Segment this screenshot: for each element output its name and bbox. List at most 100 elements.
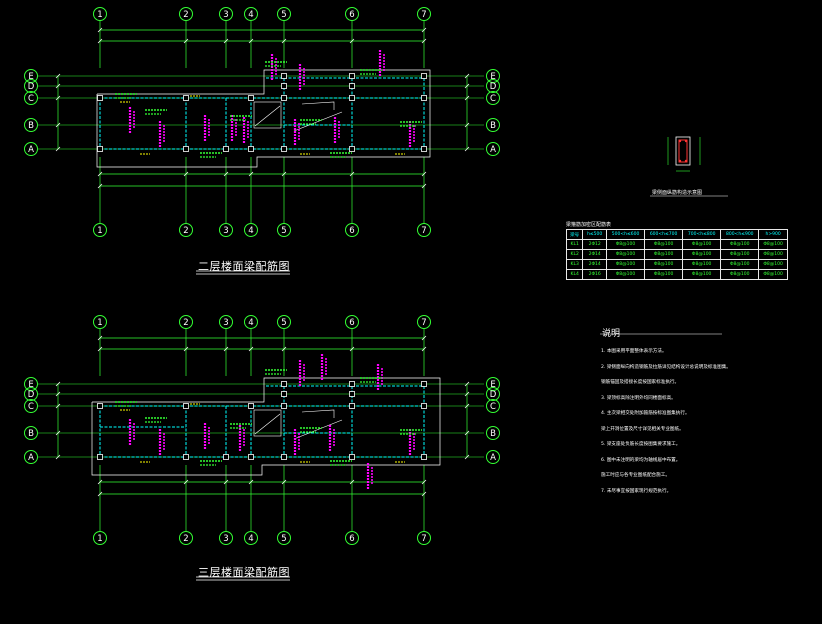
axis-bubble-right — [486, 450, 500, 464]
dim-tick — [97, 491, 103, 497]
column — [97, 454, 103, 460]
axis-bubble-bottom-label: 6 — [349, 534, 354, 544]
dim-tick — [97, 171, 103, 177]
table-header-cell: 600<h≤700 — [644, 229, 684, 240]
dim-tick — [349, 38, 355, 44]
dim-tick — [464, 454, 470, 460]
axis-bubble-right — [486, 91, 500, 105]
axis-bubble-top-label: 5 — [281, 10, 286, 20]
table-cell: Φ8@100 — [758, 259, 788, 270]
rebar-dot — [684, 159, 688, 163]
axis-bubble-left — [24, 142, 38, 156]
axis-bubble-right-label: B — [490, 121, 496, 131]
column — [421, 73, 427, 79]
column — [97, 95, 103, 101]
table-cell: Φ8@100 — [605, 249, 646, 260]
dim-tick — [281, 346, 287, 352]
axis-bubble-right-label: E — [490, 380, 495, 390]
column — [281, 95, 287, 101]
table-cell: Φ8@100 — [720, 269, 760, 280]
plan-title-floor-3: 三层楼面梁配筋图 — [198, 566, 290, 579]
column — [223, 146, 229, 152]
plan-title-floor-2: 二层楼面梁配筋图 — [198, 260, 290, 273]
stair-line — [254, 413, 281, 435]
dim-tick — [464, 430, 470, 436]
axis-bubble-right — [486, 118, 500, 132]
dim-tick — [55, 454, 61, 460]
column — [97, 403, 103, 409]
axis-bubble-left — [24, 450, 38, 464]
table-header-cell: 梁号 — [565, 229, 584, 240]
dim-tick — [421, 479, 427, 485]
table-header-cell: 800<h≤900 — [720, 229, 760, 240]
axis-bubble-left-label: E — [28, 72, 33, 82]
axis-bubble-top — [417, 7, 431, 21]
detail-caption: 梁侧面纵筋构造示意图 — [652, 190, 703, 196]
dim-tick — [248, 479, 254, 485]
column — [183, 146, 189, 152]
dim-tick — [464, 391, 470, 397]
column — [421, 454, 427, 460]
dim-tick — [55, 146, 61, 152]
dim-tick — [421, 491, 427, 497]
axis-bubble-left-label: A — [28, 453, 34, 463]
axis-bubble-left — [24, 118, 38, 132]
stair-run — [301, 101, 335, 110]
table-cell: Φ8@100 — [758, 239, 788, 250]
dim-tick — [97, 27, 103, 33]
table-header-cell: h≤500 — [582, 229, 607, 240]
column — [349, 391, 355, 397]
axis-bubble-right-label: B — [490, 429, 496, 439]
column — [183, 403, 189, 409]
note-item: 钢筋锚固及搭接长度按国家标准执行。 — [601, 380, 680, 385]
axis-bubble-right — [486, 399, 500, 413]
axis-bubble-top — [219, 315, 233, 329]
note-item: 6. 图中未注明的梁均为轴线居中布置。 — [601, 457, 681, 463]
column — [248, 95, 254, 101]
table-header-cell: 500<h≤600 — [605, 229, 646, 240]
axis-bubble-left — [24, 79, 38, 93]
axis-bubble-left-label: A — [28, 145, 34, 155]
column — [248, 454, 254, 460]
axis-bubble-top-label: 4 — [248, 318, 253, 328]
column — [281, 83, 287, 89]
axis-bubble-left — [24, 377, 38, 391]
stair-diagonal — [293, 111, 343, 132]
building-outline — [96, 69, 431, 168]
dim-tick — [248, 171, 254, 177]
table-cell: KL2 — [565, 249, 584, 260]
dim-tick — [223, 171, 229, 177]
section-detail — [650, 136, 728, 197]
table-cell: Φ8@100 — [758, 249, 788, 260]
table-cell: Φ8@100 — [720, 249, 760, 260]
axis-bubble-left-label: C — [28, 402, 34, 412]
dim-tick — [55, 430, 61, 436]
dim-tick — [97, 346, 103, 352]
axis-bubble-right-label: C — [490, 94, 496, 104]
column — [281, 381, 287, 387]
column — [183, 454, 189, 460]
dim-tick — [97, 38, 103, 44]
table-title: 梁箍筋加密区配筋表 — [566, 222, 612, 228]
dim-tick — [55, 381, 61, 387]
rebar-dot — [684, 139, 688, 143]
dim-tick — [349, 479, 355, 485]
axis-bubble-top-label: 6 — [349, 10, 354, 20]
axis-bubble-left-label: E — [28, 380, 33, 390]
dim-tick — [421, 38, 427, 44]
axis-bubble-top — [244, 315, 258, 329]
table-cell: Φ8@100 — [644, 249, 684, 260]
axis-bubble-left-label: D — [28, 390, 35, 400]
axis-bubble-right-label: A — [490, 453, 496, 463]
axis-bubble-top — [417, 315, 431, 329]
axis-bubble-bottom-label: 3 — [223, 226, 228, 236]
axis-bubble-bottom — [219, 531, 233, 545]
table-cell: KL3 — [565, 259, 584, 270]
table-cell: Φ8@100 — [682, 269, 722, 280]
dim-tick — [183, 346, 189, 352]
axis-bubble-top — [345, 7, 359, 21]
dim-tick — [464, 83, 470, 89]
dim-tick — [183, 38, 189, 44]
column — [281, 146, 287, 152]
